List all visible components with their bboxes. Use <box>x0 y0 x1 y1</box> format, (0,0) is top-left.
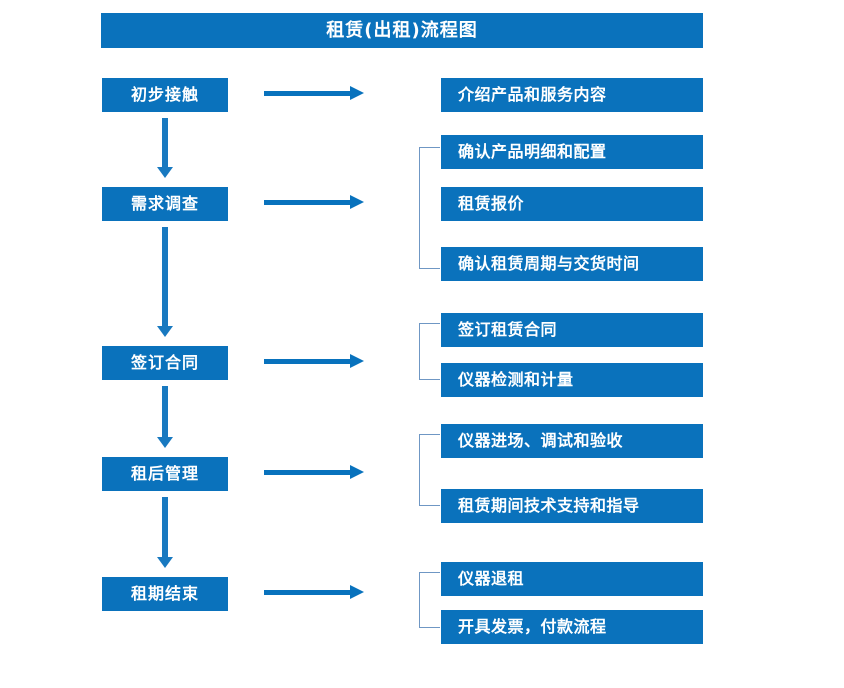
vertical-arrow-icon <box>157 118 173 178</box>
arrow-head <box>157 326 173 337</box>
detail-label: 签订租赁合同 <box>458 320 558 339</box>
arrow-head <box>157 167 173 178</box>
arrow-shaft <box>264 470 352 475</box>
arrow-head <box>157 557 173 568</box>
detail-label: 确认产品明细和配置 <box>458 142 607 161</box>
horizontal-arrow-icon <box>264 465 364 479</box>
detail-box[interactable]: 介绍产品和服务内容 <box>441 78 703 112</box>
arrow-shaft <box>264 91 352 96</box>
arrow-shaft <box>264 200 352 205</box>
arrow-head <box>350 86 364 100</box>
arrow-shaft <box>162 497 168 557</box>
detail-label: 确认租赁周期与交货时间 <box>458 254 640 273</box>
vertical-arrow-icon <box>157 386 173 448</box>
detail-label: 租赁期间技术支持和指导 <box>458 496 640 515</box>
detail-box[interactable]: 仪器检测和计量 <box>441 363 703 397</box>
detail-label: 仪器退租 <box>458 569 525 588</box>
horizontal-arrow-icon <box>264 354 364 368</box>
flowchart-title-banner: 租赁(出租)流程图 <box>101 13 703 48</box>
vertical-arrow-icon <box>157 497 173 568</box>
detail-label: 仪器进场、调试和验收 <box>458 431 624 450</box>
detail-label: 介绍产品和服务内容 <box>458 85 607 104</box>
detail-box[interactable]: 仪器进场、调试和验收 <box>441 424 703 458</box>
arrow-shaft <box>162 386 168 437</box>
detail-box[interactable]: 租赁期间技术支持和指导 <box>441 489 703 523</box>
arrow-shaft <box>264 359 352 364</box>
detail-box[interactable]: 确认租赁周期与交货时间 <box>441 247 703 281</box>
stage-box-post-lease-management[interactable]: 租后管理 <box>102 457 228 491</box>
arrow-shaft <box>162 118 168 167</box>
arrow-head <box>350 465 364 479</box>
detail-label: 开具发票，付款流程 <box>458 617 607 636</box>
arrow-shaft <box>264 590 352 595</box>
detail-label: 仪器检测和计量 <box>458 370 574 389</box>
group-bracket <box>419 434 440 506</box>
stage-box-lease-end[interactable]: 租期结束 <box>102 577 228 611</box>
stage-label: 初步接触 <box>130 85 199 104</box>
page-title: 租赁(出租)流程图 <box>326 19 478 41</box>
stage-label: 需求调查 <box>130 194 199 213</box>
detail-box[interactable]: 仪器退租 <box>441 562 703 596</box>
arrow-head <box>350 585 364 599</box>
arrow-shaft <box>162 227 168 326</box>
detail-box[interactable]: 开具发票，付款流程 <box>441 610 703 644</box>
detail-box[interactable]: 签订租赁合同 <box>441 313 703 347</box>
detail-box[interactable]: 租赁报价 <box>441 187 703 221</box>
detail-label: 租赁报价 <box>458 194 525 213</box>
arrow-head <box>350 354 364 368</box>
stage-box-initial-contact[interactable]: 初步接触 <box>102 78 228 112</box>
stage-label: 租期结束 <box>130 584 199 603</box>
horizontal-arrow-icon <box>264 195 364 209</box>
horizontal-arrow-icon <box>264 86 364 100</box>
arrow-head <box>157 437 173 448</box>
group-bracket <box>419 147 440 269</box>
group-bracket <box>419 323 440 380</box>
stage-box-sign-contract[interactable]: 签订合同 <box>102 346 228 380</box>
arrow-head <box>350 195 364 209</box>
stage-label: 租后管理 <box>130 464 199 483</box>
group-bracket <box>419 572 440 628</box>
vertical-arrow-icon <box>157 227 173 337</box>
horizontal-arrow-icon <box>264 585 364 599</box>
detail-box[interactable]: 确认产品明细和配置 <box>441 135 703 169</box>
stage-box-requirement-survey[interactable]: 需求调查 <box>102 187 228 221</box>
stage-label: 签订合同 <box>130 353 199 372</box>
